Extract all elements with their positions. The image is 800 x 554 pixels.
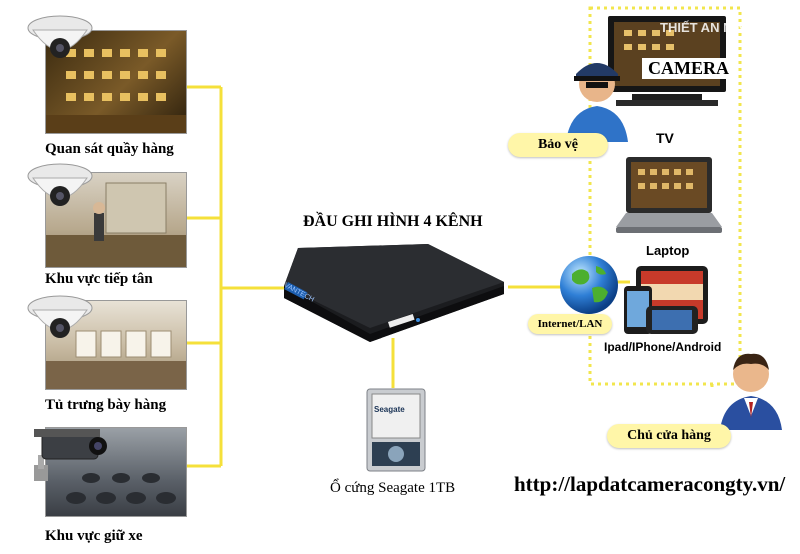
counter-scene [45, 30, 187, 134]
owner-label: Chủ cửa hàng [607, 424, 731, 448]
tv-overlay-title: CAMERA [642, 58, 735, 79]
hdd-label: Ổ cứng Seagate 1TB [330, 480, 456, 496]
camera-label: Khu vực giữ xe [45, 528, 143, 544]
tv-label: TV [656, 130, 674, 146]
hard-drive-graphic [366, 388, 426, 472]
reception-graphic [46, 182, 186, 267]
motorbike-rows-graphic [66, 473, 176, 504]
camera-label: Tủ trưng bày hàng [45, 397, 167, 413]
recorder-title: ĐẦU GHI HÌNH 4 KÊNH [303, 213, 483, 230]
mobile-label: Ipad/IPhone/Android [604, 340, 722, 354]
dome-camera-icon [27, 295, 93, 338]
camera-label: Quan sát quầy hàng [45, 141, 174, 157]
laptop-graphic [616, 157, 722, 233]
dvr-recorder-graphic [284, 244, 504, 342]
bullet-camera-icon [34, 429, 107, 481]
hdd-brand: Seagate [374, 405, 405, 414]
globe-icon [560, 256, 618, 314]
store-owner-icon [720, 353, 782, 430]
network-label: Internet/LAN [528, 314, 612, 334]
guard-label: Bảo vệ [508, 133, 608, 157]
dome-camera-icon [27, 15, 93, 58]
display-cabinet-graphic [46, 330, 186, 389]
security-guard-icon [566, 63, 628, 142]
dome-camera-icon [27, 163, 93, 206]
camera-label: Khu vực tiếp tân [45, 271, 153, 287]
website-url: http://lapdatcameracongty.vn/ [514, 472, 786, 496]
laptop-label: Laptop [646, 243, 690, 258]
tv-watermark: THIẾT AN NINH [660, 20, 755, 35]
jewelry-shelf-graphic [46, 49, 186, 133]
mobile-devices-graphic [624, 266, 708, 334]
